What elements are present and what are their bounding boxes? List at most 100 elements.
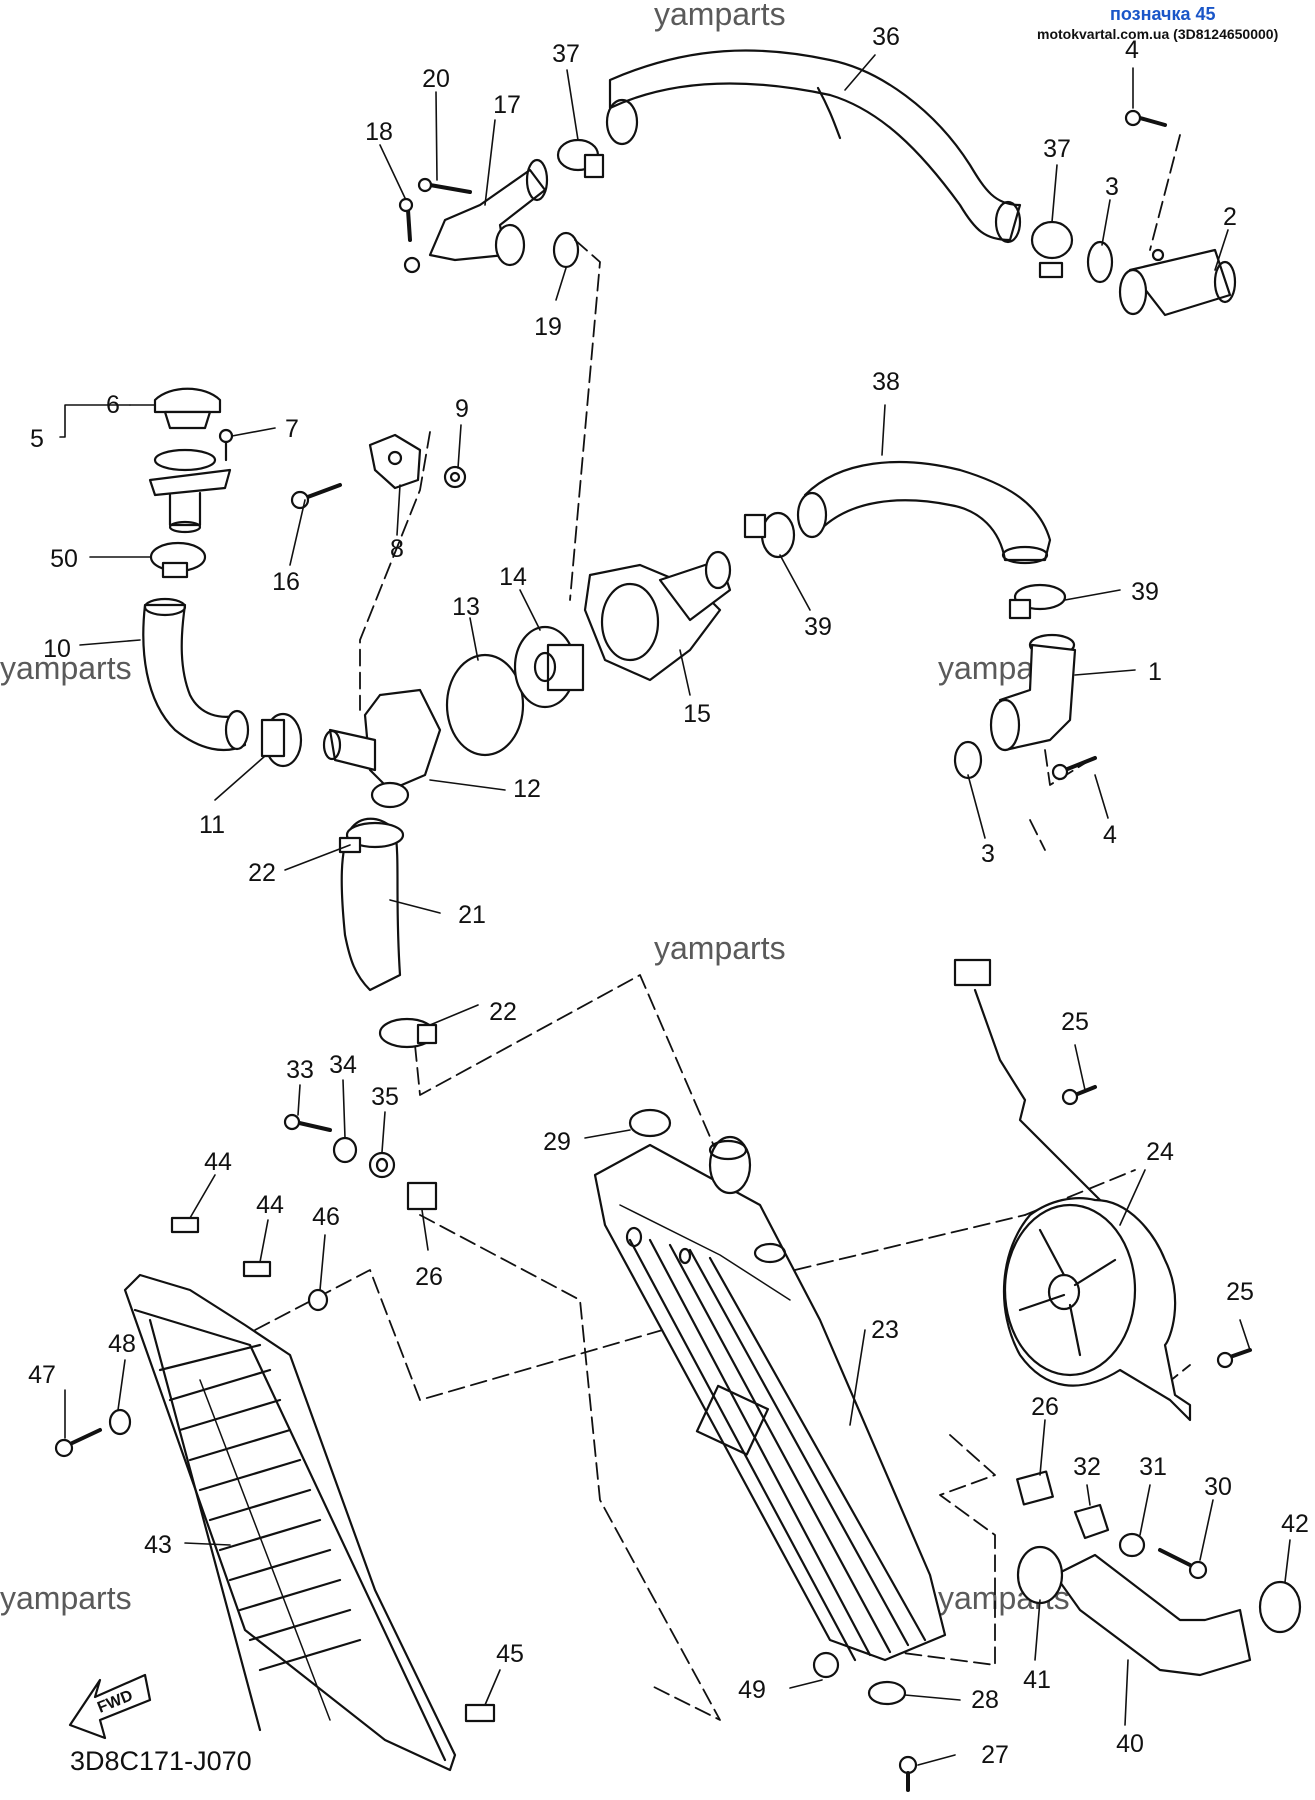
bolt — [1158, 1548, 1208, 1580]
callout: 23 — [871, 1316, 899, 1344]
thermostat-housing — [583, 550, 732, 682]
callout: 3 — [1105, 173, 1119, 201]
o-ring — [552, 231, 580, 269]
radiator-cover — [123, 1273, 457, 1772]
callout: 6 — [106, 391, 120, 419]
callout: 4 — [1103, 821, 1117, 849]
fwd-arrow-icon: FWD — [68, 1673, 152, 1740]
hose-clamp — [1258, 1580, 1302, 1634]
callout: 14 — [499, 563, 527, 591]
bolt — [1216, 1348, 1252, 1369]
collar — [443, 465, 467, 489]
callout: 10 — [43, 635, 71, 663]
water-pipe — [1118, 248, 1237, 317]
callout: 42 — [1281, 1510, 1309, 1538]
hose-clamp — [556, 138, 605, 179]
callout: 32 — [1073, 1453, 1101, 1481]
bolt — [398, 197, 414, 242]
callout: 16 — [272, 568, 300, 596]
callout: 9 — [455, 395, 469, 423]
bolt — [898, 1755, 918, 1792]
o-ring — [953, 740, 983, 780]
radiator — [593, 1135, 947, 1662]
callout: 43 — [144, 1531, 172, 1559]
callout: 5 — [30, 425, 44, 453]
callout: 47 — [28, 1361, 56, 1389]
callout: 41 — [1023, 1666, 1051, 1694]
water-pipe-elbow — [989, 633, 1077, 752]
callout: 45 — [496, 1640, 524, 1668]
hose-clamp — [378, 1017, 438, 1049]
callout: 29 — [543, 1128, 571, 1156]
callout: 22 — [248, 859, 276, 887]
callout: 12 — [513, 775, 541, 803]
callout: 38 — [872, 368, 900, 396]
callout: 2 — [1223, 203, 1237, 231]
bracket — [368, 433, 422, 490]
grommet — [1118, 1532, 1146, 1558]
hose-clamp — [1030, 220, 1074, 279]
fan-motor — [1002, 1197, 1192, 1422]
callout: 18 — [365, 118, 393, 146]
callout: 21 — [458, 901, 486, 929]
clip — [464, 1703, 496, 1723]
watermark-top: yamparts — [654, 0, 786, 32]
callout: 19 — [534, 313, 562, 341]
callout: 46 — [312, 1203, 340, 1231]
grommet — [307, 1288, 329, 1312]
return-hose — [1053, 1553, 1252, 1677]
callout: 44 — [204, 1148, 232, 1176]
bolt — [417, 177, 472, 194]
filler-neck — [148, 448, 232, 534]
radiator-hose — [796, 460, 1052, 565]
cap — [628, 1108, 672, 1138]
leader-lines — [59, 54, 1291, 1766]
grommet — [368, 1151, 396, 1179]
nut — [406, 1181, 438, 1211]
hose-clamp — [1008, 583, 1067, 620]
diagram-code: 3D8C171-J070 — [70, 1746, 252, 1776]
thermostat — [513, 625, 585, 709]
callout: 13 — [452, 593, 480, 621]
bypass-hose — [142, 597, 250, 752]
dashed-connectors — [254, 134, 1191, 1721]
callout: 34 — [329, 1051, 357, 1079]
callout: 44 — [256, 1191, 284, 1219]
grommet — [867, 1680, 907, 1706]
radiator-cap — [153, 387, 222, 430]
watermark: yamparts — [0, 1580, 132, 1616]
washer — [108, 1408, 132, 1436]
callout: 27 — [981, 1741, 1009, 1769]
watermark: yamparts — [0, 650, 132, 686]
callout: 7 — [285, 415, 299, 443]
o-ring — [445, 653, 525, 757]
callout: 3 — [981, 840, 995, 868]
callout: 31 — [1139, 1453, 1167, 1481]
callout: 22 — [489, 998, 517, 1026]
bolt — [283, 1113, 332, 1132]
callout: 26 — [1031, 1393, 1059, 1421]
collar — [1073, 1503, 1110, 1540]
bolt — [1051, 756, 1097, 781]
outlet-fitting — [403, 158, 549, 274]
hose-clamp — [743, 511, 796, 559]
grommet — [812, 1651, 840, 1679]
callout: 28 — [971, 1686, 999, 1714]
callout: 4 — [1125, 36, 1139, 64]
clip — [242, 1260, 272, 1278]
hose-clamp — [338, 821, 405, 854]
collar — [332, 1136, 358, 1164]
upper-hose — [605, 49, 1022, 244]
callout: 49 — [738, 1676, 766, 1704]
fan-wire — [953, 958, 1102, 1202]
clip — [170, 1216, 200, 1234]
bolt — [1061, 1085, 1097, 1106]
hose-clamp — [149, 541, 207, 579]
callout: 48 — [108, 1330, 136, 1358]
callout: 25 — [1061, 1008, 1089, 1036]
callout: 25 — [1226, 1278, 1254, 1306]
hose-clamp — [260, 712, 303, 768]
callout: 50 — [50, 545, 78, 573]
bolt — [1124, 109, 1167, 127]
